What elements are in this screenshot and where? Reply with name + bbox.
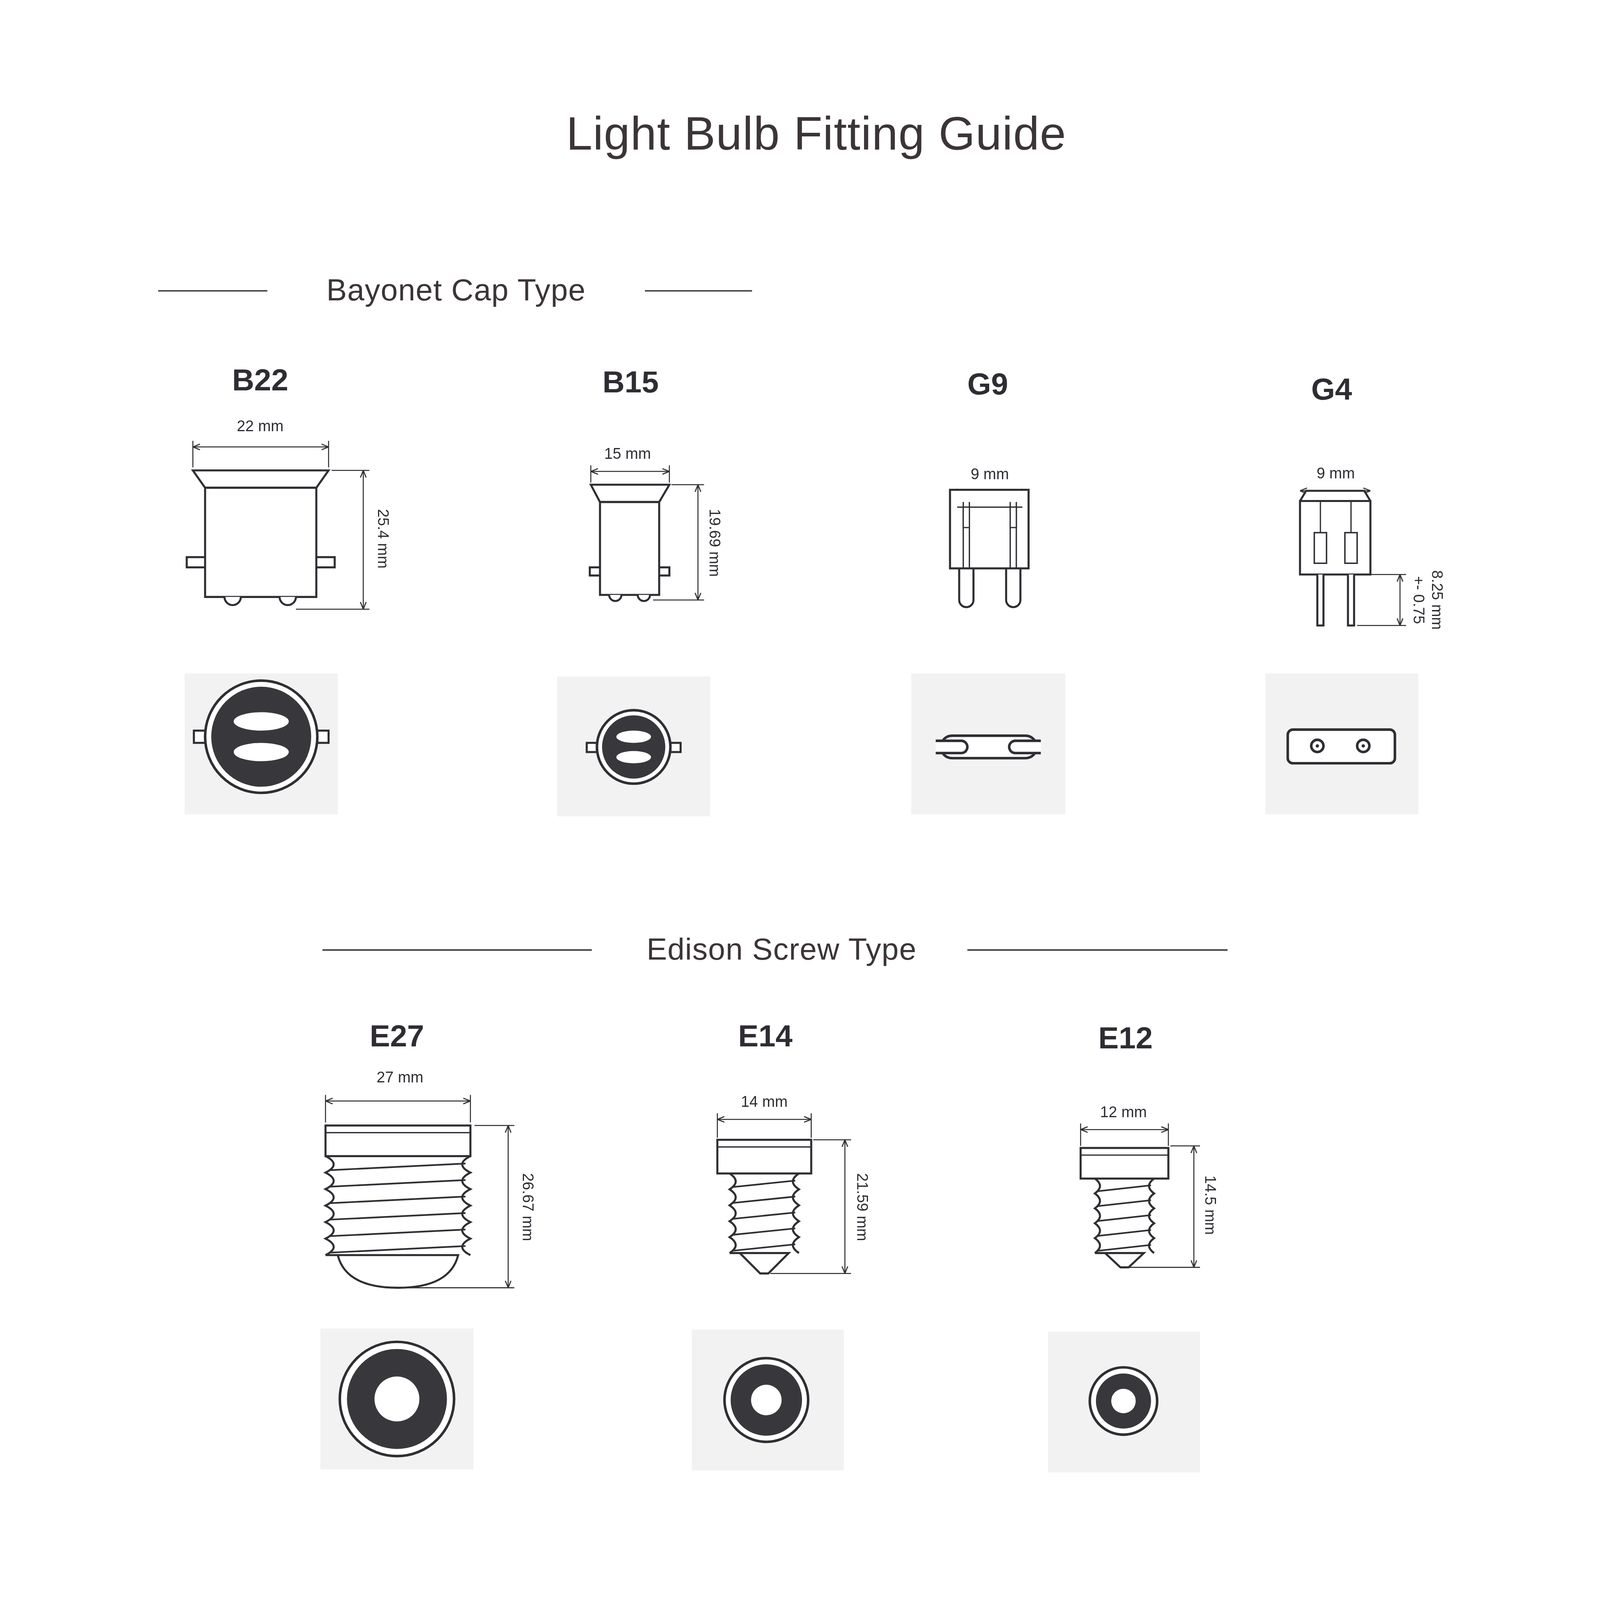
dimension: 14 mm: [740, 1093, 788, 1111]
fitting-name: E14: [738, 1018, 793, 1053]
section-heading: Edison Screw Type: [642, 932, 921, 966]
fitting-name: E12: [1098, 1020, 1153, 1055]
dimension: 9 mm: [970, 466, 1010, 483]
dimension: 21.59 mm: [854, 1173, 871, 1242]
section-heading: Bayonet Cap Type: [322, 272, 590, 307]
fitting-name: E27: [369, 1018, 424, 1053]
dimension: 27 mm: [376, 1069, 424, 1086]
dimension: 9 mm: [1316, 465, 1355, 482]
fitting-name: B15: [602, 364, 659, 399]
dimension-lines: [192, 440, 1406, 1288]
dimension: 22 mm: [236, 418, 284, 435]
page-title: Light Bulb Fitting Guide: [566, 108, 1067, 160]
socket-icons: [339, 1342, 1157, 1457]
dimension: 25.4 mm: [374, 509, 392, 569]
fitting-name: G4: [1311, 372, 1352, 406]
dimension: 14.5 mm: [1201, 1175, 1219, 1235]
tolerance: +- 0.75: [1410, 576, 1427, 624]
dimension: 26.67 mm: [519, 1173, 536, 1242]
dimension: 19.69 mm: [706, 508, 723, 577]
section-rules: [158, 290, 1228, 950]
socket-icons: [194, 680, 1396, 794]
fitting-name: B22: [232, 362, 288, 397]
dimension: 12 mm: [1100, 1104, 1147, 1121]
screw-caps: [325, 1125, 1169, 1288]
fitting-name: G9: [967, 366, 1008, 401]
dimension: 15 mm: [604, 445, 651, 463]
dimension: 8.25 mm: [1428, 570, 1446, 630]
bulb-caps: [186, 470, 1371, 626]
icon-panels: [184, 673, 1419, 1473]
